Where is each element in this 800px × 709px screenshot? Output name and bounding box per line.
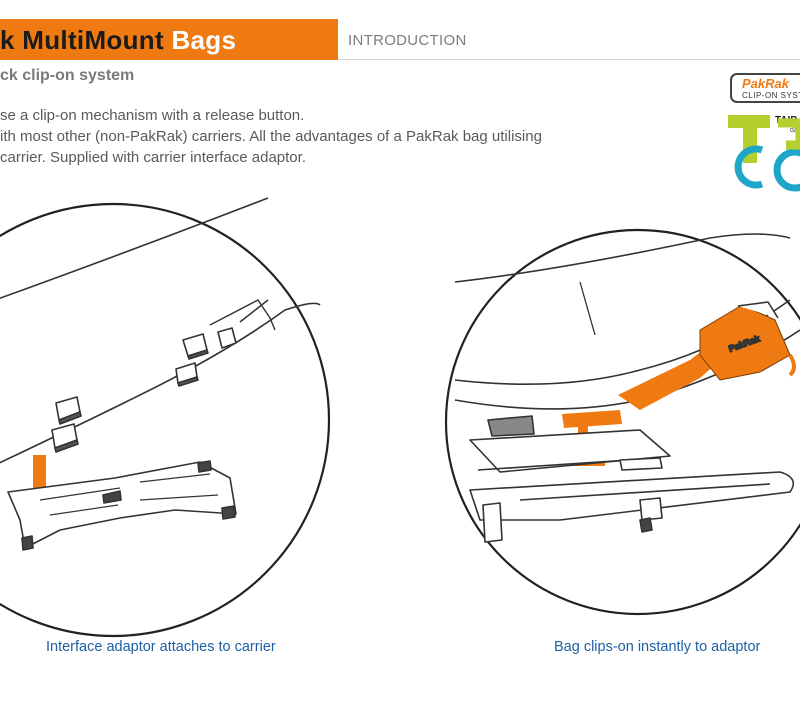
page-title-highlight: Bags — [171, 25, 237, 55]
intro-line: se a clip-on mechanism with a release bu… — [0, 107, 305, 124]
left-bag-outline — [0, 302, 321, 464]
right-figure-caption: Bag clips-on instantly to adaptor — [554, 639, 761, 655]
section-subtitle: ck clip-on system — [0, 67, 135, 84]
left-figure — [0, 197, 331, 638]
logo-brand-name: PakRak — [742, 76, 789, 91]
event-logo-graphic — [728, 115, 800, 192]
page-title: k MultiMount Bags — [0, 22, 236, 58]
section-label: INTRODUCTION — [348, 32, 467, 49]
header-divider — [338, 59, 800, 60]
logo-tagline: CLIP-ON SYSTEM — [742, 91, 800, 100]
carrier-rack — [469, 429, 671, 473]
pakrak-logo: PakRak CLIP-ON SYSTEM — [730, 73, 800, 103]
intro-line: carrier. Supplied with carrier interface… — [0, 149, 306, 166]
right-bag-outline — [454, 233, 791, 283]
title-banner — [0, 19, 338, 60]
intro-text: se a clip-on mechanism with a release bu… — [0, 105, 542, 168]
left-figure-caption: Interface adaptor attaches to carrier — [46, 639, 276, 655]
left-figure-frame — [0, 202, 331, 638]
intro-line: ith most other (non-PakRak) carriers. Al… — [0, 128, 542, 145]
left-bag-outline — [0, 197, 269, 300]
page-title-prefix: k — [0, 25, 23, 55]
right-figure: PakRak — [444, 228, 800, 616]
event-logo-subtext: d& — [790, 127, 799, 134]
right-figure-frame — [444, 228, 800, 616]
page-title-main: MultiMount — [22, 25, 164, 55]
